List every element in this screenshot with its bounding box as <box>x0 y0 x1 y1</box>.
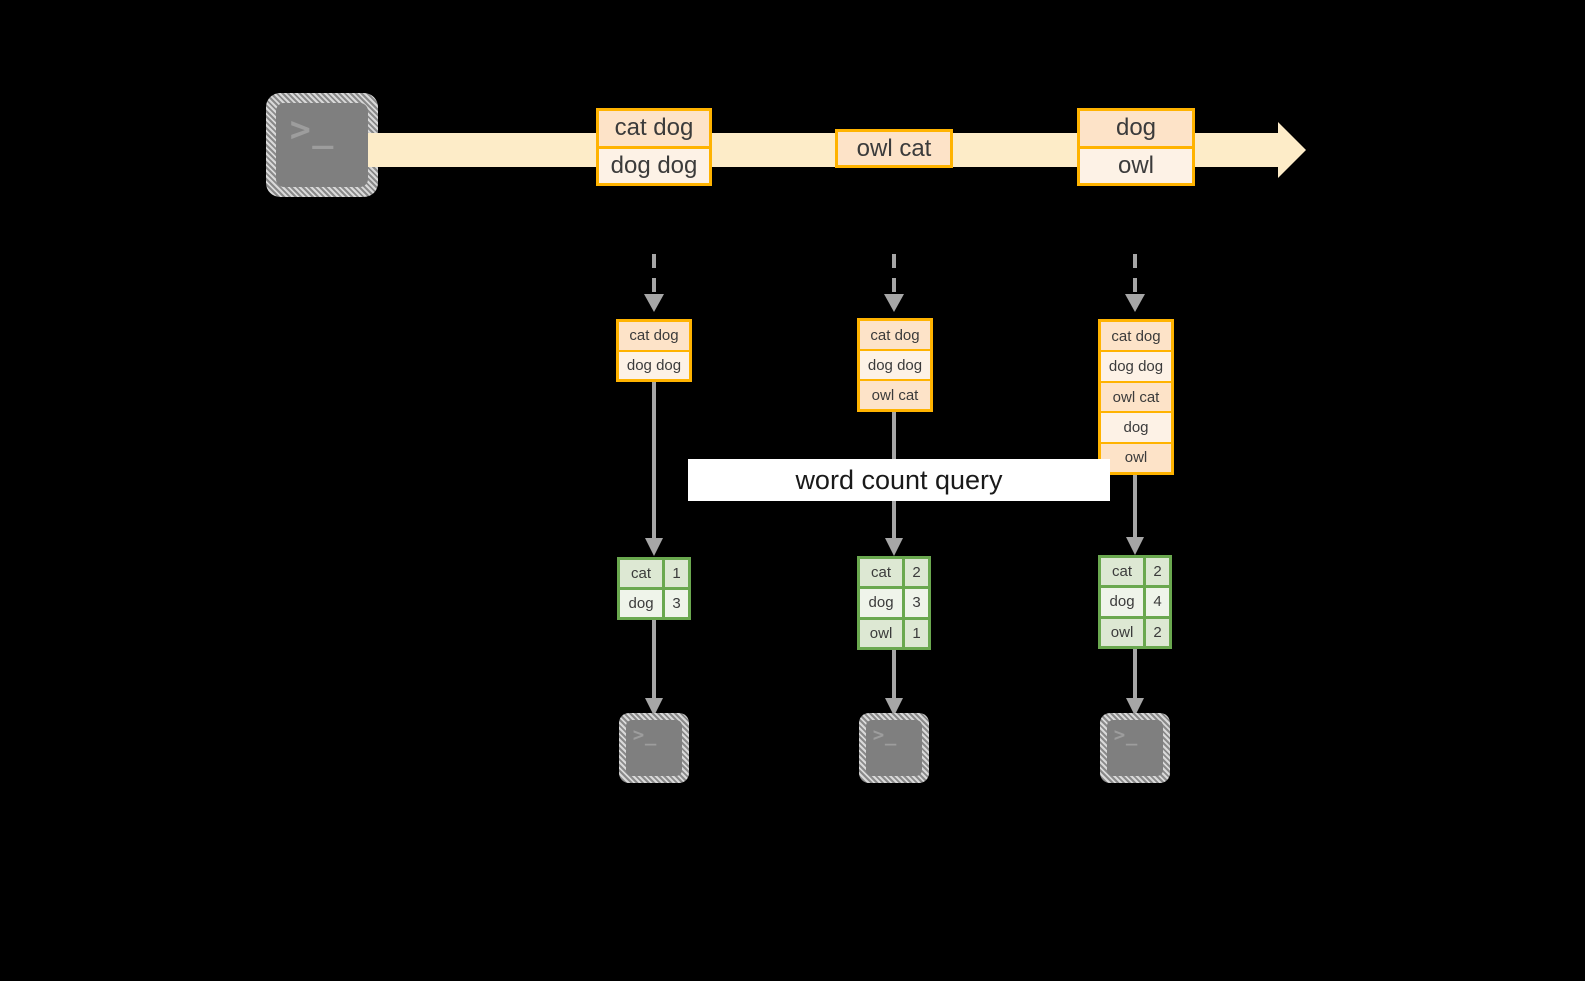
result-count-cell: 1 <box>662 560 688 587</box>
result-word-cell: dog <box>1101 588 1144 616</box>
result-table-2-row: cat 2 <box>860 559 928 587</box>
result-word-cell: owl <box>1101 618 1144 646</box>
result-table-3-row: dog 4 <box>1101 585 1169 616</box>
result-count-cell: 2 <box>1143 558 1169 586</box>
terminal-screen: >_ <box>276 103 368 187</box>
result-word-cell: dog <box>860 589 903 617</box>
stream-batch-1-row: cat dog <box>599 111 709 146</box>
connector-result-to-sink-1 <box>645 620 663 716</box>
terminal-screen: >_ <box>1107 720 1163 776</box>
stream-batch-1: cat dog dog dog <box>596 108 712 186</box>
connector-result-to-sink-3 <box>1126 649 1144 716</box>
input-table-2-row: cat dog <box>860 321 930 349</box>
input-table-3-row: dog <box>1101 411 1171 442</box>
result-table-1-row: cat 1 <box>620 560 688 587</box>
stream-batch-1-row: dog dog <box>599 145 709 183</box>
result-table-1-row: dog 3 <box>620 587 688 617</box>
input-table-3-row: owl <box>1101 441 1171 472</box>
stream-batch-3-row: dog <box>1080 111 1192 146</box>
input-table-1-row: cat dog <box>619 322 689 350</box>
result-word-cell: dog <box>620 590 663 617</box>
sink-terminal-icon-1: >_ <box>619 713 689 783</box>
connector-stream-to-input-2 <box>884 254 904 312</box>
result-word-cell: cat <box>860 559 903 587</box>
sink-terminal-icon-2: >_ <box>859 713 929 783</box>
input-table-2-row: owl cat <box>860 379 930 409</box>
result-table-2-row: dog 3 <box>860 586 928 617</box>
result-count-cell: 2 <box>1143 618 1169 646</box>
result-table-3-row: cat 2 <box>1101 558 1169 586</box>
result-word-cell: cat <box>620 560 663 587</box>
connector-input-to-result-3 <box>1126 475 1144 555</box>
input-table-3-row: owl cat <box>1101 380 1171 412</box>
input-table-2-row: dog dog <box>860 349 930 379</box>
input-table-1: cat dog dog dog <box>616 319 692 382</box>
input-table-3-row: cat dog <box>1101 322 1171 351</box>
connector-stream-to-input-3 <box>1125 254 1145 312</box>
result-count-cell: 2 <box>902 559 928 587</box>
result-word-cell: owl <box>860 619 903 647</box>
stream-arrowhead-icon <box>1248 122 1306 178</box>
input-table-3-row: dog dog <box>1101 350 1171 381</box>
stream-batch-3-row: owl <box>1080 145 1192 183</box>
result-count-cell: 3 <box>662 590 688 617</box>
result-count-cell: 3 <box>902 589 928 617</box>
terminal-prompt-glyph: >_ <box>1113 723 1139 746</box>
result-table-2-row: owl 1 <box>860 616 928 647</box>
sink-terminal-icon-3: >_ <box>1100 713 1170 783</box>
query-label-bar: word count query <box>688 459 1110 501</box>
query-label-text: word count query <box>795 464 1003 495</box>
result-table-3: cat 2 dog 4 owl 2 <box>1098 555 1172 649</box>
terminal-prompt-glyph: >_ <box>872 723 898 746</box>
source-terminal-icon: >_ <box>266 93 378 197</box>
terminal-prompt-glyph: >_ <box>632 723 658 746</box>
connector-stream-to-input-1 <box>644 254 664 312</box>
result-table-2: cat 2 dog 3 owl 1 <box>857 556 931 650</box>
input-table-3: cat dog dog dog owl cat dog owl <box>1098 319 1174 475</box>
terminal-screen: >_ <box>866 720 922 776</box>
result-table-3-row: owl 2 <box>1101 615 1169 646</box>
result-word-cell: cat <box>1101 558 1144 586</box>
terminal-screen: >_ <box>626 720 682 776</box>
stream-batch-3: dog owl <box>1077 108 1195 186</box>
connector-result-to-sink-2 <box>885 650 903 716</box>
stream-batch-2: owl cat <box>835 129 953 168</box>
result-table-1: cat 1 dog 3 <box>617 557 691 620</box>
connector-input-to-result-1 <box>645 382 663 556</box>
input-table-2: cat dog dog dog owl cat <box>857 318 933 412</box>
result-count-cell: 1 <box>902 619 928 647</box>
stream-batch-2-row: owl cat <box>838 132 950 165</box>
terminal-prompt-glyph: >_ <box>289 110 335 151</box>
input-table-1-row: dog dog <box>619 349 689 379</box>
result-count-cell: 4 <box>1143 588 1169 616</box>
